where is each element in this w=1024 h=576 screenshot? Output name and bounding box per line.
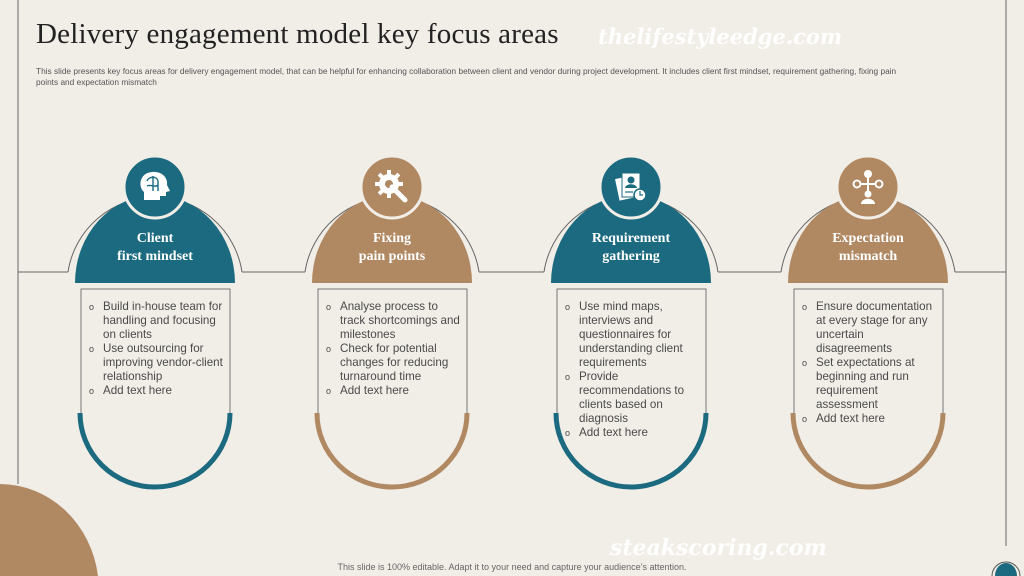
card-bullets-2: Analyse process to track shortcomings an… <box>324 300 464 398</box>
card-title-line: first mindset <box>117 249 193 264</box>
slide-description: This slide presents key focus areas for … <box>36 66 897 87</box>
card-title-line: Expectation <box>832 231 904 246</box>
bottom-arc <box>553 412 709 490</box>
gear-wrench-icon <box>375 170 408 203</box>
card-title-line: Fixing <box>372 231 412 246</box>
card-bullets-3: Use mind maps, interviews and questionna… <box>563 300 703 440</box>
card-bullets-4: Ensure documentation at every stage for … <box>800 300 940 426</box>
bullet-item: Add text here <box>87 384 227 398</box>
bottom-arc <box>790 412 946 490</box>
bullet-item: Add text here <box>324 384 464 398</box>
card-title-line: pain points <box>358 249 426 264</box>
card-bullets-1: Build in-house team for handling and foc… <box>87 300 227 398</box>
content-box <box>556 288 707 413</box>
title-dome <box>75 195 235 283</box>
bottom-arc <box>77 412 233 490</box>
card-graphic-2 <box>242 154 480 490</box>
person-options-icon <box>852 170 884 204</box>
watermark-bottom: steakscoring.com <box>610 535 827 561</box>
card-title-3: Requirement gathering <box>551 230 711 266</box>
bullet-item: Add text here <box>800 412 940 426</box>
content-box <box>317 288 468 413</box>
bullet-item: Check for potential changes for reducing… <box>324 342 464 384</box>
card-title-line: gathering <box>602 249 660 264</box>
bullet-item: Build in-house team for handling and foc… <box>87 300 227 342</box>
bullet-item: Provide recommendations to clients based… <box>563 370 703 426</box>
bullet-item: Ensure documentation at every stage for … <box>800 300 940 356</box>
card-graphic-4 <box>718 154 1006 490</box>
decorative-circle-bottom-left <box>0 484 98 576</box>
bottom-arc <box>314 412 470 490</box>
card-title-line: mismatch <box>838 249 898 264</box>
content-box <box>793 288 944 413</box>
decorative-circle-bottom-right <box>995 563 1017 576</box>
card-graphic-3 <box>479 154 719 490</box>
card-title-1: Client first mindset <box>75 230 235 266</box>
title-dome <box>312 195 472 283</box>
card-title-2: Fixing pain points <box>312 230 472 266</box>
card-title-line: Requirement <box>591 231 671 246</box>
footer-note: This slide is 100% editable. Adapt it to… <box>337 562 687 572</box>
watermark-top: thelifestyleedge.com <box>598 24 843 49</box>
bullet-item: Add text here <box>563 426 703 440</box>
bullet-item: Use mind maps, interviews and questionna… <box>563 300 703 370</box>
title-dome <box>551 195 711 283</box>
content-box <box>80 288 231 413</box>
decorative-ring-bottom-right <box>991 561 1021 576</box>
bullet-item: Analyse process to track shortcomings an… <box>324 300 464 342</box>
page-title: Delivery engagement model key focus area… <box>36 18 559 50</box>
bullet-item: Set expectations at beginning and run re… <box>800 356 940 412</box>
profile-document-clock-icon <box>615 172 647 202</box>
card-title-4: Expectation mismatch <box>788 230 948 266</box>
bullet-item: Use outsourcing for improving vendor-cli… <box>87 342 227 384</box>
card-title-line: Client <box>136 231 174 246</box>
card-graphic-1 <box>18 154 243 490</box>
title-dome <box>788 195 948 283</box>
brain-head-icon <box>140 171 170 200</box>
